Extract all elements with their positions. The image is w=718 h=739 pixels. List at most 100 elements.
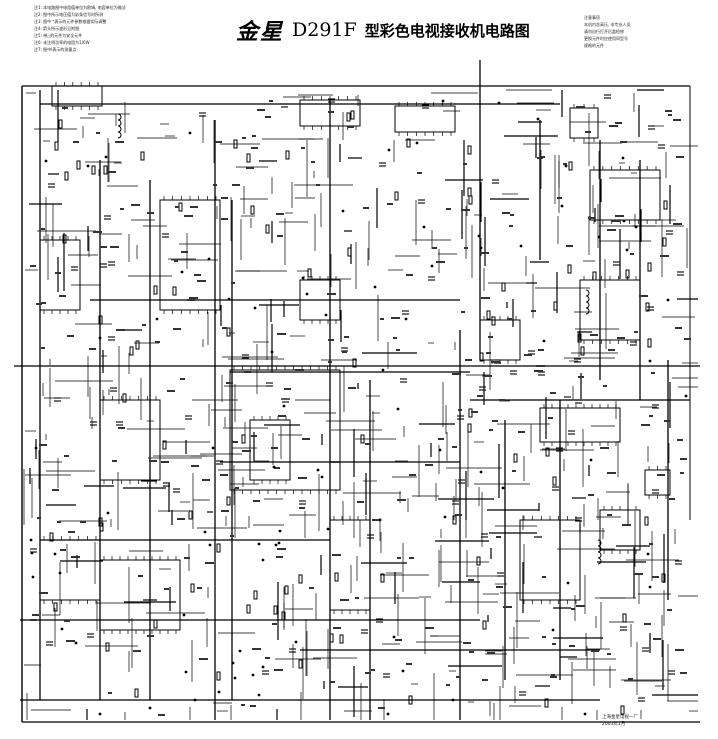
junction-dot: [621, 156, 625, 160]
component-label-mark: [161, 461, 169, 463]
junction-dot: [188, 131, 192, 135]
component-label-mark: [276, 556, 283, 558]
component-label-mark: [371, 669, 375, 671]
component-label-mark: [588, 494, 594, 496]
junction-dot: [184, 670, 188, 674]
resistor: [246, 604, 251, 614]
junction-dot: [320, 475, 324, 479]
resistor: [467, 423, 472, 433]
junction-dot: [551, 628, 555, 632]
component-label-mark: [609, 125, 618, 127]
component-label-mark: [232, 441, 238, 443]
component-label-mark: [664, 420, 670, 422]
component-label-mark: [469, 651, 474, 653]
resistor: [592, 271, 597, 281]
component-label-mark: [668, 114, 672, 116]
component-label-mark: [657, 474, 665, 476]
junction-dot: [497, 101, 501, 105]
component-label-mark: [284, 388, 291, 390]
junction-dot: [396, 407, 400, 411]
component-label-mark: [491, 361, 500, 363]
junction-dot: [257, 693, 261, 697]
resistor: [467, 187, 472, 197]
transformer-coil: [585, 307, 590, 315]
component-label-mark: [673, 223, 682, 225]
resistor: [329, 633, 334, 643]
junction-dot: [422, 225, 426, 229]
component-label-mark: [615, 122, 622, 124]
component-label-mark: [205, 562, 214, 564]
component-label-mark: [89, 348, 96, 350]
component-label-mark: [499, 399, 505, 401]
notes-right: 注意事项本机内含高压, 非专业人员请勿自行打开后盖检修更换元件时应使用同型号规格…: [584, 14, 712, 49]
junction-dot: [560, 204, 564, 208]
component-label-mark: [461, 311, 465, 313]
resistor: [281, 611, 286, 621]
resistor: [339, 634, 344, 644]
junction-dot: [238, 649, 242, 653]
component-label-mark: [68, 531, 75, 533]
component-label-mark: [64, 620, 70, 622]
resistor: [190, 583, 195, 593]
component-label-mark: [30, 619, 37, 621]
component-label-mark: [332, 554, 341, 556]
resistor: [346, 112, 351, 122]
resistor: [352, 358, 357, 368]
component-label-mark: [387, 203, 393, 205]
component-label-mark: [221, 218, 228, 220]
component-label-mark: [155, 341, 160, 343]
component-label-mark: [417, 172, 422, 174]
note-line: 注6: 未注明功率的电阻为1/6W: [34, 40, 90, 45]
junction-dot: [148, 706, 152, 710]
junction-dot: [378, 518, 382, 522]
component-label-mark: [197, 280, 206, 282]
junction-dot: [58, 571, 62, 575]
resistor: [544, 698, 549, 708]
junction-dot: [274, 543, 278, 547]
component-label-mark: [231, 282, 235, 284]
component-label-mark: [607, 514, 612, 516]
transformer-coil: [117, 131, 122, 139]
resistor: [334, 572, 339, 582]
component-label-mark: [226, 382, 233, 384]
component-label-mark: [471, 411, 478, 413]
resistor: [122, 393, 127, 403]
junction-dot: [207, 257, 211, 261]
junction-dot: [438, 448, 442, 452]
component-label-mark: [57, 521, 61, 523]
component-label-mark: [669, 498, 675, 500]
resistor: [284, 585, 289, 595]
component-label-mark: [274, 467, 280, 469]
component-label-mark: [482, 679, 488, 681]
component-label-mark: [115, 141, 124, 143]
resistor: [153, 285, 158, 295]
component-label-mark: [189, 297, 198, 299]
resistor: [350, 110, 355, 120]
component-label-mark: [213, 184, 217, 186]
junction-dot: [34, 446, 38, 450]
component-label-mark: [184, 215, 193, 217]
resistor: [661, 573, 666, 583]
component-label-mark: [311, 161, 315, 163]
component-label-mark: [585, 131, 591, 133]
component-label-mark: [378, 707, 385, 709]
junction-dot: [155, 317, 159, 321]
junction-dot: [501, 486, 505, 490]
resistor: [226, 327, 231, 337]
component-label-mark: [235, 487, 239, 489]
junction-dot: [31, 575, 35, 579]
component-label-mark: [684, 338, 691, 340]
component-label-mark: [607, 653, 611, 655]
component-label-mark: [509, 225, 513, 227]
component-label-mark: [174, 260, 178, 262]
component-label-mark: [380, 318, 384, 320]
resistor: [468, 195, 473, 205]
junction-dot: [86, 164, 90, 168]
component-label-mark: [202, 479, 210, 481]
component-label-mark: [232, 184, 240, 186]
component-label-mark: [30, 265, 36, 267]
resistor: [620, 705, 625, 715]
resistor: [545, 447, 550, 457]
resistor: [58, 119, 63, 129]
junction-dot: [415, 141, 419, 145]
